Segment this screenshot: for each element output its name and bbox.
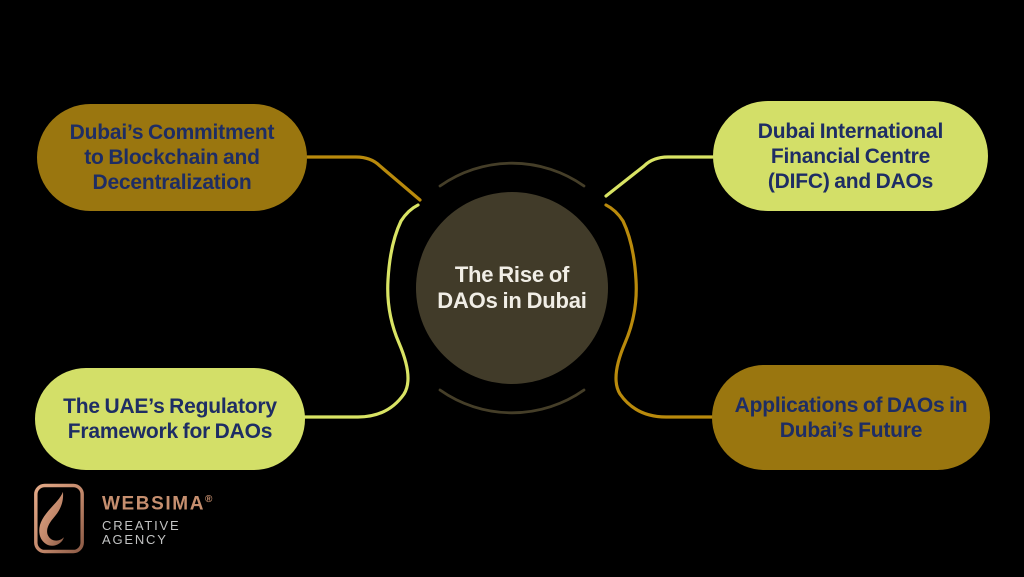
connector-bottom-right [604, 203, 714, 419]
brand-tagline: CREATIVE AGENCY [102, 517, 212, 547]
tagline-line: AGENCY [102, 531, 168, 547]
brand-name: WEBSIMA® [102, 490, 212, 514]
node-label-line: Dubai’s Commitment [69, 121, 275, 144]
node-dubai-commitment: Dubai’s Commitment to Blockchain and Dec… [37, 104, 307, 211]
node-label-line: Dubai International [757, 119, 944, 143]
ring-arc-top [438, 161, 586, 188]
logo-text: WEBSIMA® CREATIVE AGENCY [102, 490, 212, 546]
center-title: The Rise of DAOs in Dubai [412, 262, 612, 314]
brand-wordmark: WEBSIMA [102, 493, 206, 515]
node-label-line: Framework for DAOs [67, 420, 273, 443]
node-label-line: Dubai’s Future [779, 418, 923, 442]
ring-arc-bottom [438, 388, 586, 415]
node-uae-regulatory-framework: The UAE’s Regulatory Framework for DAOs [35, 368, 305, 470]
connector-top-left [305, 155, 422, 202]
node-label-line: to Blockchain and [84, 146, 260, 169]
swoosh-icon [34, 483, 84, 554]
node-label-line: The UAE’s Regulatory [63, 395, 277, 418]
tagline-line: CREATIVE [102, 517, 181, 533]
node-label-line: Applications of DAOs in [734, 393, 968, 417]
node-label-line: Financial Centre [770, 144, 931, 168]
swoosh-glyph [39, 491, 64, 546]
logo-frame [34, 483, 84, 554]
center-title-line: The Rise of [454, 262, 570, 287]
node-difc-and-daos: Dubai International Financial Centre (DI… [713, 101, 988, 211]
connector-top-right [604, 155, 715, 198]
brand-logo: WEBSIMA® CREATIVE AGENCY [33, 483, 212, 554]
node-dao-applications: Applications of DAOs in Dubai’s Future [712, 365, 990, 470]
node-label-line: (DIFC) and DAOs [767, 169, 934, 193]
registered-mark: ® [205, 494, 213, 506]
center-title-line: DAOs in Dubai [437, 288, 587, 313]
connector-bottom-left [303, 203, 420, 419]
center-circle [416, 192, 608, 384]
node-label-line: Decentralization [92, 171, 252, 194]
